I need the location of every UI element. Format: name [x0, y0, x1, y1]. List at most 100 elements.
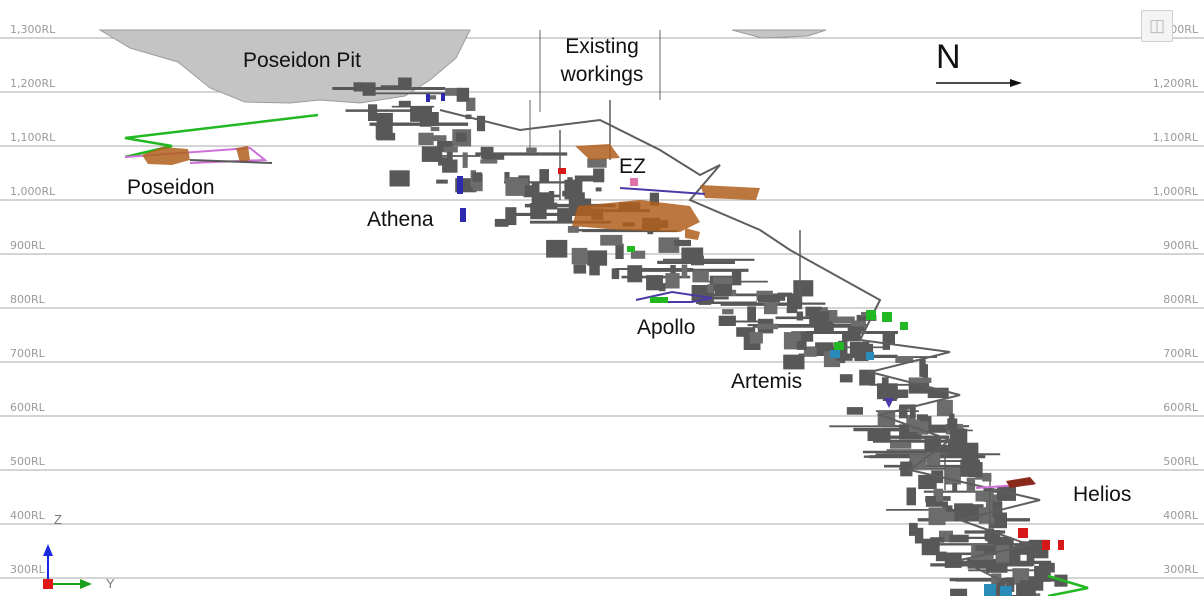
- stope-block: [456, 87, 470, 102]
- view-cube-icon[interactable]: ◫: [1141, 10, 1173, 42]
- rl-label-right: 900RL: [1163, 239, 1198, 252]
- stope-block: [949, 413, 955, 423]
- stope-block: [985, 559, 1008, 573]
- stope-block: [595, 187, 602, 192]
- stope-block: [526, 147, 537, 154]
- stope-block: [935, 551, 947, 562]
- stope-block: [567, 177, 573, 192]
- stope-block: [480, 159, 498, 164]
- rl-label-left: 400RL: [10, 509, 45, 522]
- stope-block: [757, 323, 779, 330]
- label-poseidon: Poseidon: [127, 176, 215, 199]
- stope-block: [430, 127, 440, 132]
- rl-label-left: 300RL: [10, 563, 45, 576]
- rl-label-left: 700RL: [10, 347, 45, 360]
- stope-block: [353, 82, 365, 92]
- stope-block: [567, 226, 579, 233]
- stope-block: [368, 104, 378, 121]
- stope-block: [996, 581, 1003, 589]
- athena-blue-block: [457, 176, 463, 194]
- stope-block: [1034, 565, 1051, 582]
- rl-label-left: 900RL: [10, 239, 45, 252]
- stope-block: [482, 153, 505, 160]
- stope-block: [442, 159, 458, 173]
- rl-label-left: 1,300RL: [10, 23, 56, 36]
- stope-block: [991, 573, 1002, 592]
- stope-block: [882, 333, 890, 350]
- axis-z-label: Z: [54, 512, 62, 527]
- stope-block: [443, 146, 458, 153]
- stope-block: [921, 538, 940, 556]
- label-athena: Athena: [367, 208, 434, 231]
- stope-block: [863, 343, 874, 353]
- stope-block: [505, 207, 517, 226]
- helios-red-blocks: [1018, 528, 1064, 550]
- stope-block: [796, 311, 804, 321]
- stope-block: [418, 132, 434, 145]
- stope-block: [846, 407, 863, 415]
- stope-block: [783, 354, 805, 370]
- stope-block: [480, 146, 494, 159]
- rl-label-left: 800RL: [10, 293, 45, 306]
- stope-block: [707, 284, 714, 293]
- underground-workings: [332, 77, 1068, 596]
- stope-block: [574, 175, 596, 182]
- stope-block: [718, 315, 736, 326]
- poseidon-drive: [189, 159, 273, 164]
- stope-block: [375, 124, 393, 140]
- stope-block: [942, 505, 953, 513]
- stope-block: [731, 271, 742, 286]
- stope-block: [422, 112, 439, 127]
- artemis-green-blocks: [834, 310, 908, 350]
- stope-block: [524, 185, 533, 197]
- rl-label-left: 1,200RL: [10, 77, 56, 90]
- stope-block: [926, 449, 941, 466]
- rl-label-right: 300RL: [1163, 563, 1198, 576]
- rl-label-right: 700RL: [1163, 347, 1198, 360]
- stope-block: [924, 438, 942, 453]
- existing-workings-line-1: Existing: [565, 35, 639, 58]
- stope-block: [398, 77, 412, 87]
- stope-block: [571, 247, 588, 265]
- rl-label-left: 500RL: [10, 455, 45, 468]
- stope-block: [665, 273, 680, 289]
- stope-block: [995, 545, 1010, 563]
- existing-workings-line-2: workings: [560, 63, 644, 86]
- stope-block: [445, 87, 462, 96]
- stope-block: [930, 537, 945, 543]
- stope-block: [882, 390, 897, 401]
- stope-block: [881, 377, 889, 394]
- ez-orebodies: [572, 144, 760, 240]
- stope-block: [914, 527, 924, 544]
- stope-block: [939, 444, 949, 453]
- stope-block: [996, 486, 1016, 501]
- stope-block: [593, 168, 605, 183]
- stope-block: [867, 428, 891, 441]
- stope-block: [1026, 550, 1035, 566]
- label-poseidon-pit: Poseidon Pit: [243, 49, 361, 72]
- rl-label-right: 1,100RL: [1152, 131, 1198, 144]
- stope-block: [987, 588, 1011, 596]
- poseidon-decline-green: [124, 113, 319, 159]
- apollo-decline-purple: [635, 290, 713, 303]
- stope-block: [909, 522, 918, 536]
- stope-block: [646, 275, 663, 291]
- stope-block: [975, 545, 995, 551]
- stope-block: [573, 264, 587, 274]
- stope-block: [436, 179, 448, 184]
- stope-block: [466, 97, 476, 111]
- stope-block: [890, 442, 912, 449]
- stope-block: [546, 239, 568, 258]
- stope-block: [847, 326, 864, 331]
- stope-block: [504, 172, 510, 184]
- label-artemis: Artemis: [731, 370, 803, 393]
- stope-block: [658, 237, 680, 253]
- stope-block: [1019, 580, 1034, 590]
- stope-block: [537, 202, 558, 210]
- label-ez: EZ: [619, 155, 646, 178]
- stope-block: [803, 347, 817, 357]
- stope-block: [900, 461, 913, 477]
- stope-block: [762, 295, 786, 301]
- stope-block: [713, 277, 733, 285]
- rl-label-left: 1,100RL: [10, 131, 56, 144]
